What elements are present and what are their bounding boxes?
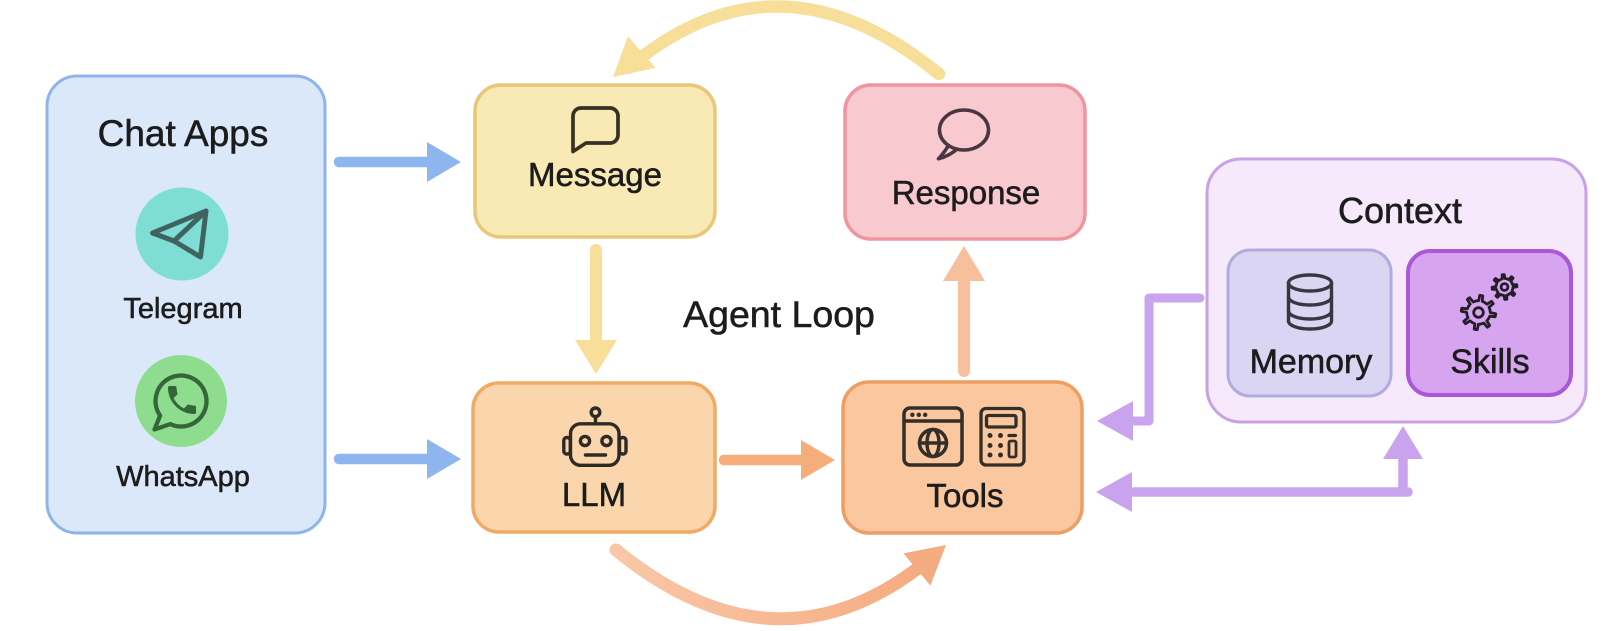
svg-text:Chat Apps: Chat Apps [98, 113, 269, 154]
svg-text:Context: Context [1338, 190, 1462, 231]
svg-text:Skills: Skills [1450, 343, 1529, 381]
svg-text:Tools: Tools [926, 477, 1003, 514]
svg-text:Memory: Memory [1250, 343, 1373, 381]
svg-text:Response: Response [892, 174, 1041, 211]
svg-text:LLM: LLM [562, 476, 626, 513]
svg-text:WhatsApp: WhatsApp [116, 461, 250, 493]
svg-text:Telegram: Telegram [123, 293, 242, 325]
svg-text:Message: Message [528, 156, 662, 193]
svg-text:Agent Loop: Agent Loop [683, 293, 875, 335]
